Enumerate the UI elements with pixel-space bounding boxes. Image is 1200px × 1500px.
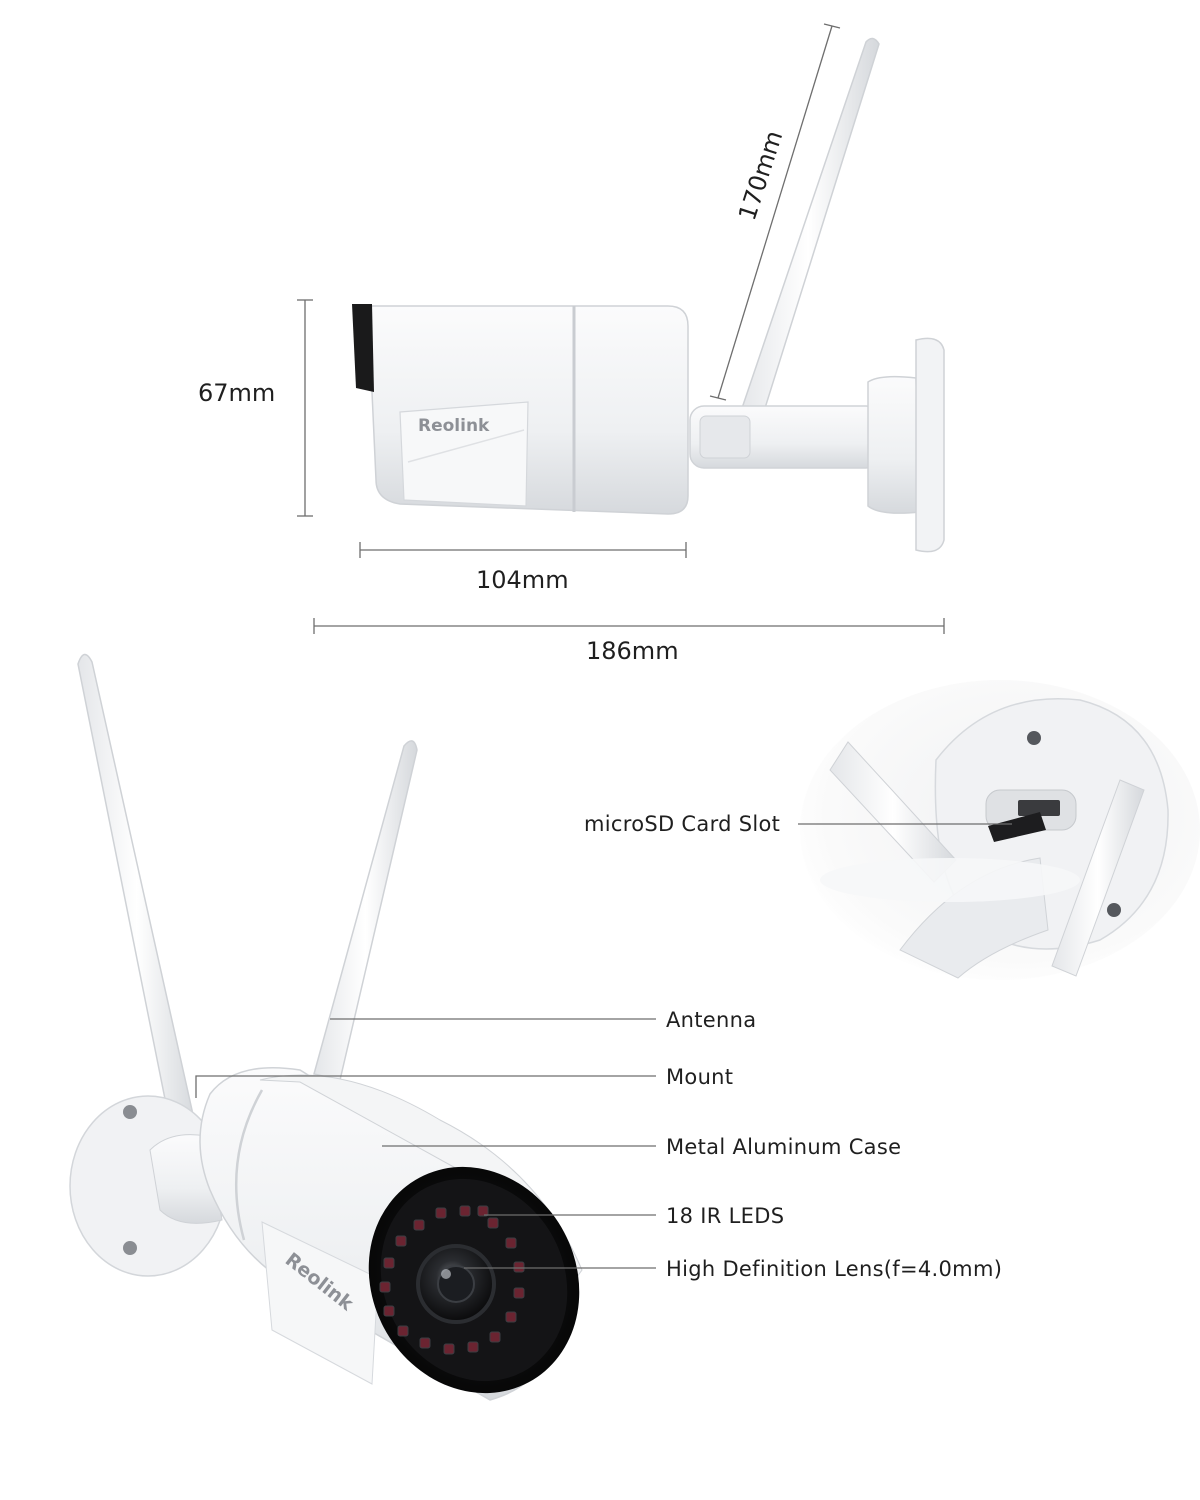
side-view-camera: Reolink bbox=[352, 37, 945, 553]
side-front-bezel bbox=[352, 304, 374, 392]
side-antenna bbox=[737, 37, 880, 425]
front-view-camera: Reolink bbox=[69, 653, 583, 1401]
lens-label: High Definition Lens(f=4.0mm) bbox=[666, 1257, 1002, 1281]
microsd-card bbox=[988, 812, 1046, 842]
side-mount-hub bbox=[867, 375, 921, 514]
body-length-label: 104mm bbox=[476, 566, 569, 594]
front-antenna-right bbox=[313, 740, 418, 1081]
ir-led-ring bbox=[379, 1205, 525, 1355]
dimension-total-length bbox=[313, 618, 945, 634]
dimension-height bbox=[297, 299, 313, 517]
dimension-body-length bbox=[359, 542, 687, 558]
dimension-antenna-length bbox=[709, 23, 841, 401]
antenna-label: Antenna bbox=[666, 1008, 756, 1032]
front-antenna-left bbox=[77, 653, 197, 1135]
mount-label: Mount bbox=[666, 1065, 733, 1089]
antenna-length-label: 170mm bbox=[733, 127, 788, 224]
microsd-label: microSD Card Slot bbox=[584, 812, 780, 836]
callout-leader-lines bbox=[195, 1018, 656, 1269]
side-brand-logo: Reolink bbox=[418, 416, 490, 436]
case-label: Metal Aluminum Case bbox=[666, 1135, 901, 1159]
detail-antenna-right bbox=[1051, 779, 1145, 977]
height-label: 67mm bbox=[198, 379, 275, 407]
ir-leds-label: 18 IR LEDS bbox=[666, 1204, 784, 1228]
side-wall-plate bbox=[915, 337, 945, 553]
microsd-detail-view bbox=[800, 680, 1200, 980]
total-length-label: 186mm bbox=[586, 637, 679, 665]
